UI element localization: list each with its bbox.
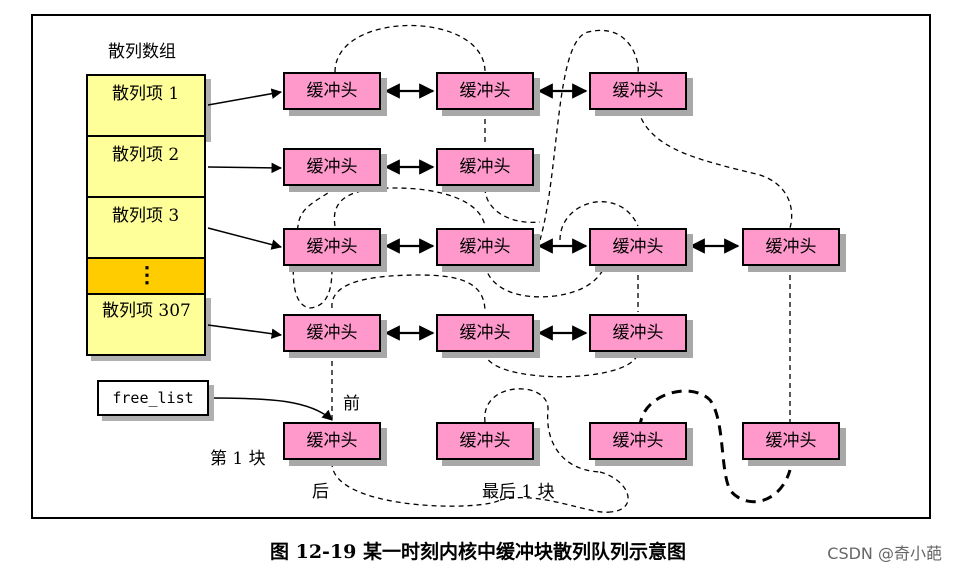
- buffer-head-r3c3: 缓冲头: [589, 228, 687, 266]
- buffer-head-r3c4: 缓冲头: [742, 228, 840, 266]
- buffer-head-free4: 缓冲头: [742, 422, 840, 460]
- prev-label: 前: [343, 394, 360, 414]
- next-label: 后: [312, 482, 329, 502]
- buffer-head-free2: 缓冲头: [436, 422, 534, 460]
- diagram-frame: [31, 14, 931, 519]
- hash-item-307: 散列项 307: [86, 293, 206, 356]
- watermark: CSDN @奇小葩: [827, 544, 942, 563]
- hash-item-307-label: 散列项 307: [102, 301, 191, 321]
- figure-caption: 图 12-19 某一时刻内核中缓冲块散列队列示意图: [270, 541, 686, 563]
- hash-item-2-label: 散列项 2: [112, 145, 180, 165]
- buffer-head-free3: 缓冲头: [589, 422, 687, 460]
- hash-array-title: 散列数组: [108, 42, 176, 62]
- buffer-head-r1c2: 缓冲头: [436, 72, 534, 110]
- buffer-head-free1: 缓冲头: [283, 422, 381, 460]
- hash-item-3-label: 散列项 3: [112, 206, 180, 226]
- buffer-head-r1c1: 缓冲头: [283, 72, 381, 110]
- hash-item-1: 散列项 1: [86, 74, 206, 137]
- hash-item-1-label: 散列项 1: [112, 84, 180, 104]
- hash-ellipsis-label: ⋮: [136, 262, 158, 288]
- buffer-head-r3c1: 缓冲头: [283, 228, 381, 266]
- buffer-head-r4c3: 缓冲头: [589, 314, 687, 352]
- buffer-head-r3c2: 缓冲头: [436, 228, 534, 266]
- buffer-head-r2c2: 缓冲头: [436, 148, 534, 186]
- buffer-head-r4c2: 缓冲头: [436, 314, 534, 352]
- buffer-head-r4c1: 缓冲头: [283, 314, 381, 352]
- last-block-label: 最后 1 块: [482, 482, 555, 502]
- buffer-head-r2c1: 缓冲头: [283, 148, 381, 186]
- first-block-label: 第 1 块: [210, 449, 266, 469]
- hash-item-3: 散列项 3: [86, 196, 206, 259]
- free-list-box: free_list: [97, 380, 209, 416]
- buffer-head-r1c3: 缓冲头: [589, 72, 687, 110]
